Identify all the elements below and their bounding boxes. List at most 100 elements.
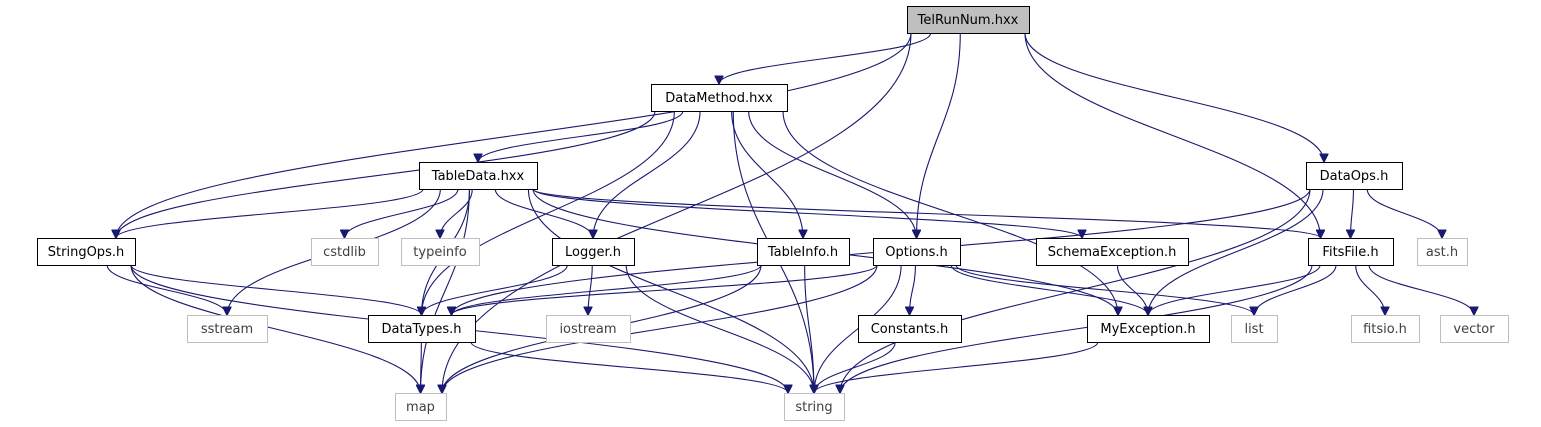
node-list: list (1231, 315, 1278, 343)
edge-data-method-to-string-ops (116, 110, 656, 238)
node-label: DataTypes.h (381, 322, 461, 337)
edge-data-types-to-map (421, 341, 422, 393)
node-label: Constants.h (871, 322, 949, 337)
node-box (1231, 315, 1278, 343)
node-table-info[interactable]: TableInfo.h (757, 238, 850, 266)
node-options[interactable]: Options.h (873, 238, 961, 266)
node-fitsio: fitsio.h (1351, 315, 1420, 343)
node-fits-file[interactable]: FitsFile.h (1308, 238, 1394, 266)
node-data-types[interactable]: DataTypes.h (368, 315, 476, 343)
node-string: string (784, 393, 845, 421)
edge-tel-run-num-to-string-ops (116, 32, 912, 238)
edge-table-info-to-data-types (452, 264, 762, 315)
node-box (858, 315, 962, 343)
node-box (1036, 238, 1189, 266)
edge-fits-file-to-my-exception (1148, 264, 1321, 315)
node-label: DataMethod.hxx (665, 91, 773, 106)
node-label: ast.h (1426, 245, 1458, 260)
edge-fits-file-to-vector (1368, 264, 1474, 315)
node-box (1308, 238, 1394, 266)
node-box (419, 162, 538, 190)
edge-table-data-to-cstdlib (345, 188, 459, 238)
edge-data-ops-to-ast (1366, 188, 1442, 238)
node-label: list (1244, 322, 1263, 337)
node-box (1306, 162, 1403, 190)
node-map: map (395, 393, 447, 421)
node-schema-exception[interactable]: SchemaException.h (1036, 238, 1189, 266)
node-box (37, 238, 136, 266)
edge-fits-file-to-string (840, 264, 1313, 393)
node-cstdlib: cstdlib (311, 238, 379, 266)
edge-tel-run-num-to-options (917, 32, 961, 238)
edge-string-ops-to-sstream (106, 264, 227, 315)
node-data-method[interactable]: DataMethod.hxx (651, 84, 788, 112)
node-iostream: iostream (546, 315, 631, 343)
node-tel-run-num[interactable]: TelRunNum.hxx (907, 6, 1030, 34)
node-logger[interactable]: Logger.h (552, 238, 635, 266)
edge-options-to-constants (910, 264, 916, 315)
node-label: SchemaException.h (1048, 245, 1177, 260)
edge-data-method-to-options (748, 110, 917, 238)
node-label: MyException.h (1100, 322, 1195, 337)
edge-schema-exception-to-my-exception (1116, 264, 1148, 315)
node-constants[interactable]: Constants.h (858, 315, 962, 343)
edge-table-data-to-fits-file (532, 188, 1321, 238)
edge-string-ops-to-data-types (130, 264, 422, 315)
node-box (546, 315, 631, 343)
edge-logger-to-iostream (588, 264, 593, 315)
node-vector: vector (1440, 315, 1509, 343)
node-box (784, 393, 845, 421)
edge-data-ops-to-string (840, 188, 1311, 393)
node-box (368, 315, 476, 343)
node-my-exception[interactable]: MyException.h (1087, 315, 1210, 343)
node-box (1351, 315, 1420, 343)
node-sstream: sstream (187, 315, 268, 343)
edge-fits-file-to-fitsio (1355, 264, 1385, 315)
edge-table-data-to-string-ops (116, 188, 424, 238)
node-label: TableData.hxx (431, 169, 525, 184)
node-label: sstream (201, 322, 253, 337)
edge-table-data-to-typeinfo (440, 188, 473, 238)
edge-table-info-to-string (804, 264, 814, 393)
node-label: FitsFile.h (1322, 245, 1378, 260)
edge-options-to-map (442, 264, 878, 393)
edge-tel-run-num-to-data-method (719, 32, 932, 84)
node-box (757, 238, 850, 266)
node-label: cstdlib (323, 245, 366, 260)
node-box (907, 6, 1030, 34)
node-box (311, 238, 379, 266)
edge-data-method-to-data-types (422, 110, 675, 315)
edge-table-data-to-schema-exception (532, 188, 1082, 238)
edge-fits-file-to-list (1254, 264, 1337, 315)
node-string-ops[interactable]: StringOps.h (37, 238, 136, 266)
edge-tel-run-num-to-data-ops (1024, 32, 1324, 162)
node-ast: ast.h (1417, 238, 1468, 266)
node-box (395, 393, 447, 421)
edge-data-method-to-my-exception (782, 110, 1118, 315)
edge-options-to-my-exception (950, 264, 1148, 315)
edge-string-ops-to-map (130, 264, 421, 393)
node-box (651, 84, 788, 112)
edge-data-method-to-logger (593, 110, 701, 238)
edge-data-ops-to-my-exception (1148, 188, 1324, 315)
edge-table-data-to-logger (494, 188, 593, 238)
node-data-ops[interactable]: DataOps.h (1306, 162, 1403, 190)
edge-logger-to-data-types (422, 264, 568, 315)
node-label: map (406, 400, 435, 415)
node-label: typeinfo (413, 245, 466, 260)
node-label: StringOps.h (48, 245, 124, 260)
node-label: Logger.h (565, 245, 621, 260)
edge-data-method-to-table-info (731, 110, 803, 238)
edge-table-data-to-map (421, 188, 470, 393)
node-box (1417, 238, 1468, 266)
edge-logger-to-string (625, 264, 814, 393)
edge-options-to-list (955, 264, 1254, 315)
edge-data-types-to-string (470, 341, 788, 393)
node-box (552, 238, 635, 266)
node-table-data[interactable]: TableData.hxx (419, 162, 538, 190)
node-box (187, 315, 268, 343)
node-box (401, 238, 480, 266)
node-box (873, 238, 961, 266)
node-label: string (795, 400, 832, 415)
